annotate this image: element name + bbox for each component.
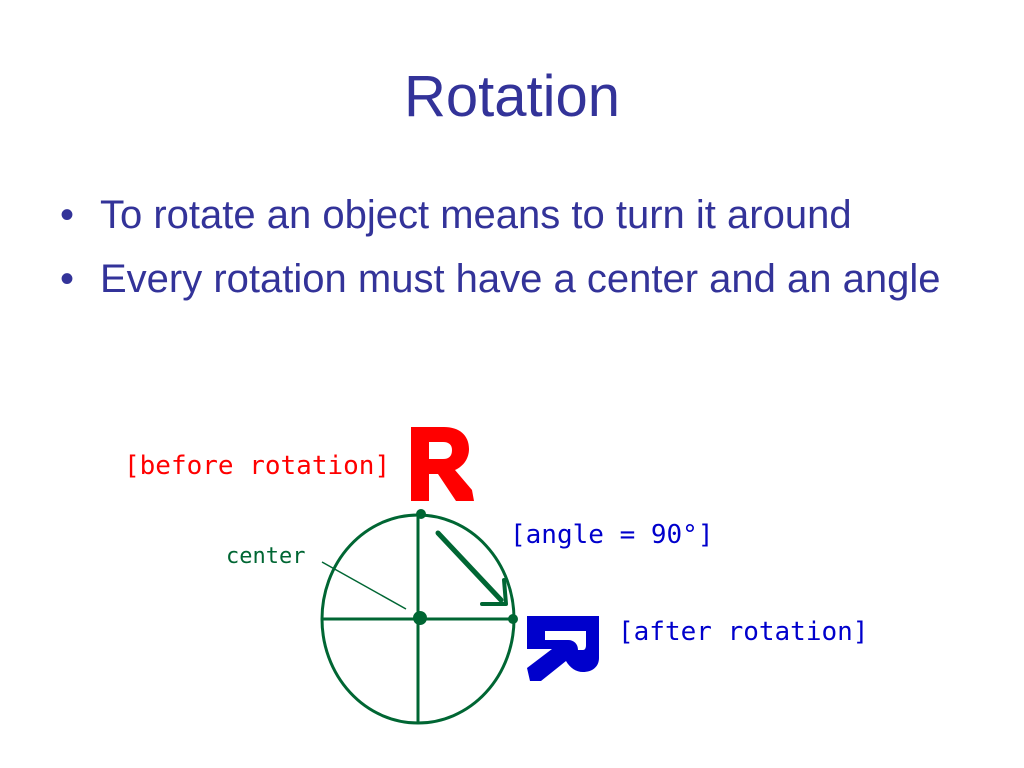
angle-label: [angle = 90°]	[510, 520, 714, 550]
center-point	[413, 611, 427, 625]
rotation-arrow-icon	[435, 530, 508, 606]
center-pointer-line	[321, 561, 407, 610]
right-point	[508, 614, 518, 624]
bullet-marker: •	[60, 257, 75, 301]
rotation-circle	[320, 509, 518, 725]
after-rotation-label: [after rotation]	[618, 617, 868, 647]
bullet-list: • To rotate an object means to turn it a…	[56, 188, 986, 316]
center-label: center	[226, 544, 305, 569]
bullet-item: • Every rotation must have a center and …	[56, 252, 986, 306]
bullet-text: Every rotation must have a center and an…	[100, 257, 941, 301]
bullet-item: • To rotate an object means to turn it a…	[56, 188, 986, 242]
bullet-marker: •	[60, 193, 75, 237]
letter-r-after	[527, 616, 599, 681]
before-rotation-label: [before rotation]	[124, 451, 390, 481]
slide-title: Rotation	[403, 64, 621, 129]
top-point	[416, 509, 426, 519]
letter-r-before	[411, 427, 474, 501]
bullet-text: To rotate an object means to turn it aro…	[100, 193, 852, 237]
